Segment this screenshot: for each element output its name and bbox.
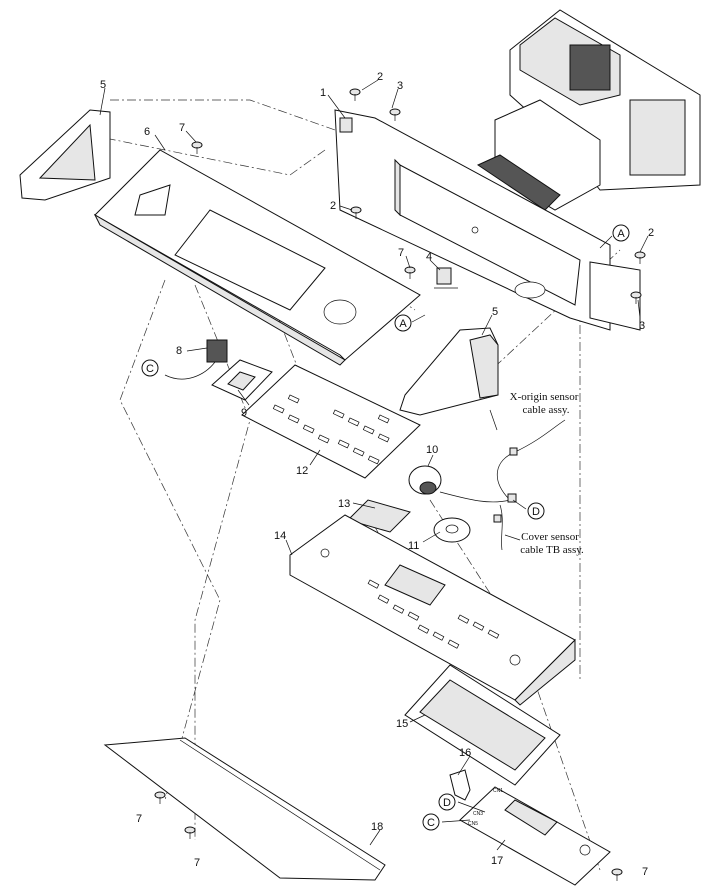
callout-6: 6 [144,126,150,138]
key-hole [407,611,420,621]
note-x-origin-line2: cable assy. [523,404,570,416]
part-15-pcb [404,664,561,786]
ref-d: D [532,506,540,518]
callout-11: 11 [408,540,419,552]
printer-unit [476,9,701,211]
key-hole [417,624,430,634]
callout-7: 7 [194,857,200,869]
ref-a: A [399,318,407,330]
part-12-panel-sheet [241,364,421,479]
callout-2: 2 [648,227,654,239]
reference-markers: A A C C D D [141,224,630,831]
part-9-sheet [211,359,273,401]
callout-3: 3 [639,320,645,332]
key-hole [347,417,360,427]
callout-14: 14 [274,530,286,542]
ref-c: C [146,363,154,375]
ref-c: C [427,817,435,829]
key-hole [432,631,445,641]
callout-2: 2 [330,200,336,212]
key-hole [287,414,300,424]
cable-notes: X-origin sensor cable assy. Cover sensor… [510,391,584,556]
key-hole [377,594,390,604]
key-hole [332,409,345,419]
callout-5: 5 [492,306,498,318]
key-hole [392,604,405,614]
callout-2: 2 [377,71,383,83]
part-18-bottom-plate [103,737,386,881]
part-14-panel-bracket [289,514,576,706]
part-11-washer [433,517,471,543]
callout-7: 7 [136,813,142,825]
note-cover-line1: Cover sensor [521,531,579,543]
key-hole [352,447,365,457]
key-hole [317,434,330,444]
part-17-pcb: CN1 CN3 CN5 [459,786,611,886]
key-hole [337,439,350,449]
connector-cn3: CN3 [473,811,483,817]
connector-cn5: CN5 [468,821,478,827]
callout-10: 10 [426,444,438,456]
key-hole [457,614,470,624]
connector-cn1: CN1 [493,788,503,794]
callout-9: 9 [241,407,247,419]
note-x-origin-line1: X-origin sensor [510,391,579,403]
part-10-switch [408,419,566,551]
callout-5: 5 [100,79,106,91]
part-16-flat-cable [449,769,471,801]
key-hole [367,455,380,465]
callout-17: 17 [491,855,503,867]
callout-7: 7 [179,122,185,134]
callout-3: 3 [397,80,403,92]
ref-a: A [617,228,625,240]
key-hole [377,433,390,443]
part-13-sheet [347,499,411,533]
key-hole [287,394,300,404]
callout-7: 7 [398,247,404,259]
callout-15: 15 [396,718,408,730]
callout-7: 7 [642,866,648,878]
callout-4: 4 [426,251,432,263]
callout-12: 12 [296,465,308,477]
callout-18: 18 [371,821,383,833]
key-hole [472,621,485,631]
part-5-side-cover-left [19,109,111,201]
key-hole [362,425,375,435]
key-hole [377,414,390,424]
callout-8: 8 [176,345,182,357]
part-4-clamp [434,267,458,289]
part-8-connector [164,339,228,380]
leader-lines [99,79,649,851]
part-5-side-cover-right [399,327,499,416]
ref-d: D [443,797,451,809]
part-6-top-cover [93,149,421,366]
callout-13: 13 [338,498,350,510]
callout-numbers: 1 2 3 5 6 7 2 2 7 4 3 5 8 9 12 10 13 11 … [100,71,654,878]
screws [154,88,646,881]
key-hole [367,579,380,589]
callout-1: 1 [320,87,326,99]
note-cover-line2: cable TB assy. [520,544,584,556]
callout-16: 16 [459,747,471,759]
key-hole [487,629,500,639]
key-hole [447,639,460,649]
part-1-frame [334,109,641,331]
key-hole [302,424,315,434]
key-hole [272,404,285,414]
